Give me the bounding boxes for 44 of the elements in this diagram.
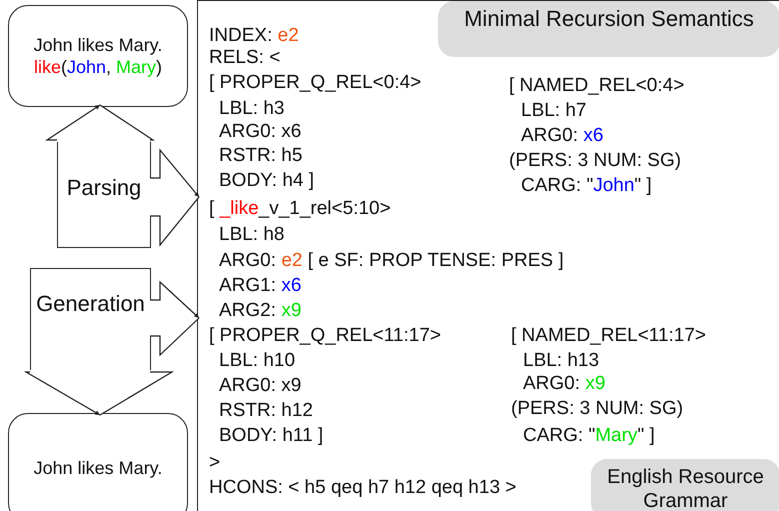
mrs-line: [ NAMED_REL<0:4>: [509, 75, 684, 97]
title-text: English Resource Grammar: [606, 465, 765, 511]
mrs-line: ARG0: x6: [521, 125, 604, 147]
mrs-line: ARG2: x9: [219, 300, 302, 322]
mrs-line: [ NAMED_REL<11:17>: [511, 325, 706, 347]
mrs-line: LBL: h10: [219, 350, 296, 372]
block-arrow-body: [30, 268, 151, 372]
arrow-label: Parsing: [66, 175, 142, 201]
mrs-line: >: [209, 452, 220, 474]
sentence-text: John likes Mary.: [34, 457, 162, 479]
mrs-line: LBL: h13: [523, 350, 600, 372]
mrs-line: BODY: h11 ]: [219, 425, 324, 447]
mrs-line: LBL: h7: [521, 100, 586, 122]
block-arrow-head: [149, 148, 200, 247]
semantics-panel: [197, 0, 779, 511]
title-badge: [591, 459, 779, 511]
mrs-line: BODY: h4 ]: [219, 170, 314, 192]
mrs-line: CARG: "John" ]: [521, 175, 652, 197]
mrs-line: LBL: h3: [219, 98, 284, 120]
mrs-line: ARG0: x9: [523, 373, 606, 395]
sentence-text: John likes Mary.: [34, 34, 162, 56]
mrs-line: RELS: <: [209, 47, 280, 69]
block-arrow-head: [24, 370, 174, 416]
mrs-line: INDEX: e2: [209, 25, 299, 47]
block-arrow-head: [45, 104, 155, 142]
mrs-line: ARG0: e2 [ e SF: PROP TENSE: PRES ]: [219, 250, 564, 272]
mrs-line: ARG1: x6: [219, 275, 302, 297]
title-text: Minimal Recursion Semantics: [464, 7, 754, 31]
mrs-line: (PERS: 3 NUM: SG): [509, 150, 682, 172]
mrs-line: CARG: "Mary" ]: [523, 425, 655, 447]
mrs-line: (PERS: 3 NUM: SG): [511, 398, 684, 420]
mrs-line: RSTR: h5: [219, 145, 302, 167]
mrs-line: [ _like_v_1_rel<5:10>: [209, 198, 391, 220]
title-badge: [438, 1, 779, 57]
mrs-line: HCONS: < h5 qeq h7 h12 qeq h13 >: [209, 477, 516, 499]
mrs-line: [ PROPER_Q_REL<0:4>: [209, 72, 422, 94]
block-arrow-head: [149, 280, 200, 356]
mrs-line: LBL: h8: [219, 224, 284, 246]
mrs-line: RSTR: h12: [219, 400, 313, 422]
arrow-label: Generation: [35, 291, 146, 317]
mrs-line: ARG0: x6: [219, 121, 302, 143]
formula-text: like(John, Mary): [34, 56, 162, 78]
mrs-line: [ PROPER_Q_REL<11:17>: [209, 325, 441, 347]
mrs-line: ARG0: x9: [219, 375, 302, 397]
